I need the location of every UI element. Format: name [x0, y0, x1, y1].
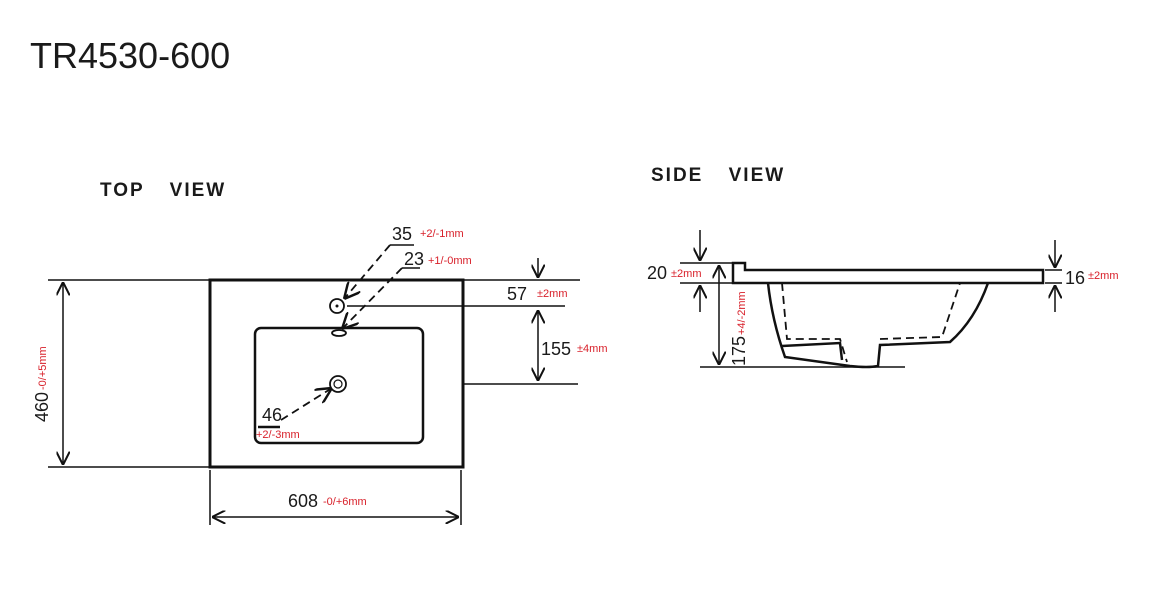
tap-offset-tolerance: ±2mm [537, 288, 567, 300]
tap-hole-tolerance: +2/-1mm [420, 228, 464, 240]
depth-value: 460 [32, 392, 52, 422]
drain-value: 46 [262, 405, 282, 425]
rim-left-value: 20 [647, 263, 667, 283]
width-tolerance: -0/+6mm [323, 496, 367, 508]
width-value: 608 [288, 491, 318, 511]
overflow-value: 23 [404, 249, 424, 269]
height-value: 175 [729, 336, 749, 366]
drain-offset-tolerance: ±4mm [577, 343, 607, 355]
tap-offset-value: 57 [507, 284, 527, 304]
tap-hole-icon [329, 298, 345, 314]
countertop-profile [731, 261, 1045, 285]
height-tolerance: +4/-2mm [736, 291, 748, 335]
side-view-label: SIDE VIEW [651, 165, 785, 186]
drain-tolerance: +2/-3mm [256, 429, 300, 441]
rim-right-value: 16 [1065, 268, 1085, 288]
top-view: 460 -0/+5mm 608 -0/+6mm 57 ±2mm 155 ±4mm… [32, 224, 607, 525]
product-title: TR4530-600 [30, 35, 230, 76]
basin-outline [253, 326, 425, 445]
drain-icon [329, 375, 347, 393]
side-view: 20 ±2mm 175 +4/-2mm 16 ±2mm [647, 230, 1118, 369]
drain-offset-value: 155 [541, 339, 571, 359]
rim-left-tolerance: ±2mm [671, 268, 701, 280]
overflow-hole-icon [331, 329, 347, 337]
overflow-tolerance: +1/-0mm [428, 255, 472, 267]
countertop-outline [208, 278, 465, 469]
top-view-label: TOP VIEW [100, 180, 226, 201]
depth-tolerance: -0/+5mm [37, 346, 49, 390]
rim-right-tolerance: ±2mm [1088, 270, 1118, 282]
tap-hole-value: 35 [392, 224, 412, 244]
